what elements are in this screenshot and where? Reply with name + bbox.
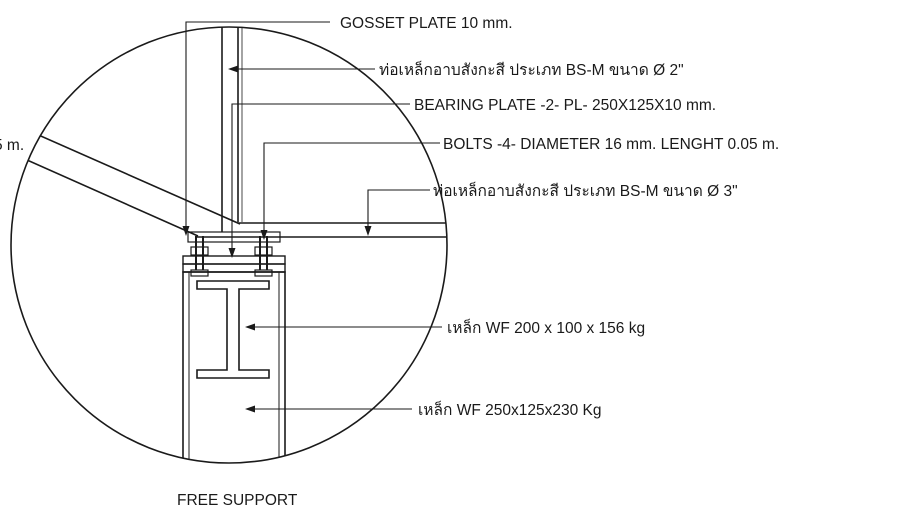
members-group [11,27,447,463]
label-left-fragment: 5 m. [0,137,24,154]
wf-column [182,271,286,463]
label-wf-small: เหล็ก WF 200 x 100 x 156 kg [447,318,645,337]
detail-circle [10,26,448,464]
bolt-right [254,236,273,277]
gusset-plate-shape [187,231,281,243]
label-gusset-plate: GOSSET PLATE 10 mm. [340,15,513,32]
label-bolts: BOLTS -4- DIAMETER 16 mm. LENGHT 0.05 m. [443,136,779,153]
caption-free-support: FREE SUPPORT [177,492,298,509]
bolt-left [190,236,209,277]
label-wf-large: เหล็ก WF 250x125x230 Kg [418,400,601,419]
i-beam-section [196,280,270,379]
bearing-plate-upper [182,255,286,265]
label-bearing-plate: BEARING PLATE -2- PL- 250X125X10 mm. [414,97,716,114]
label-pipe-3in: ท่อเหล็กอาบสังกะสี ประเภท BS-M ขนาด Ø 3" [433,181,738,200]
bearing-plate-lower [182,263,286,273]
diagonal-brace-bottom-edge [11,147,199,237]
leaders [182,21,442,413]
diagonal-brace-top-edge [11,117,241,225]
label-pipe-2in: ท่อเหล็กอาบสังกะสี ประเภท BS-M ขนาด Ø 2" [379,60,684,79]
